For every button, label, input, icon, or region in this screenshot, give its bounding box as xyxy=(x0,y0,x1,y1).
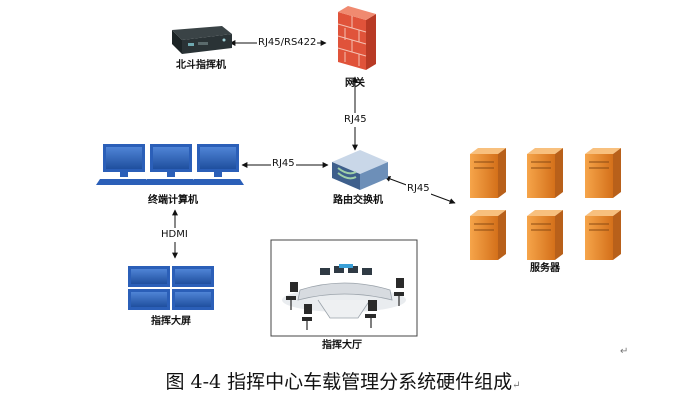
gateway-firewall-icon xyxy=(337,6,376,70)
link-label-beidou-gateway: RJ45/RS422 xyxy=(257,37,318,49)
terminal-computers-icon xyxy=(96,144,244,185)
monitor-2-icon xyxy=(143,144,197,185)
hall-label: 指挥大厅 xyxy=(322,340,362,351)
gateway-label: 网关 xyxy=(345,78,365,89)
server-icon xyxy=(470,148,506,198)
link-label-terminal-router: RJ45 xyxy=(271,158,296,170)
terminal-label: 终端计算机 xyxy=(148,195,198,206)
paragraph-mark: ↵ xyxy=(620,346,629,357)
video-wall-icon xyxy=(128,266,214,310)
caption-paragraph-mark: ↵ xyxy=(512,380,521,391)
router-switch-icon xyxy=(332,150,388,190)
command-hall-photo xyxy=(270,239,418,337)
link-label-terminal-screen: HDMI xyxy=(161,228,188,242)
monitor-1-icon xyxy=(96,144,150,185)
server-icon xyxy=(527,148,563,198)
router-label: 路由交换机 xyxy=(333,195,383,206)
monitor-3-icon xyxy=(190,144,244,185)
server-icon xyxy=(470,210,506,260)
screen-label: 指挥大屏 xyxy=(151,316,191,327)
beidou-label: 北斗指挥机 xyxy=(176,60,226,71)
link-label-router-servers: RJ45 xyxy=(406,183,431,195)
figure-caption: 图 4-4 指挥中心车载管理分系统硬件组成↵ xyxy=(0,370,686,394)
beidou-device-icon xyxy=(172,26,232,54)
servers-label: 服务器 xyxy=(530,263,560,274)
server-icon xyxy=(527,210,563,260)
server-icon xyxy=(585,148,621,198)
figure-caption-text: 图 4-4 指挥中心车载管理分系统硬件组成 xyxy=(165,371,513,393)
server-cluster-icon xyxy=(470,148,621,260)
link-label-gateway-router: RJ45 xyxy=(344,113,367,127)
server-icon xyxy=(585,210,621,260)
